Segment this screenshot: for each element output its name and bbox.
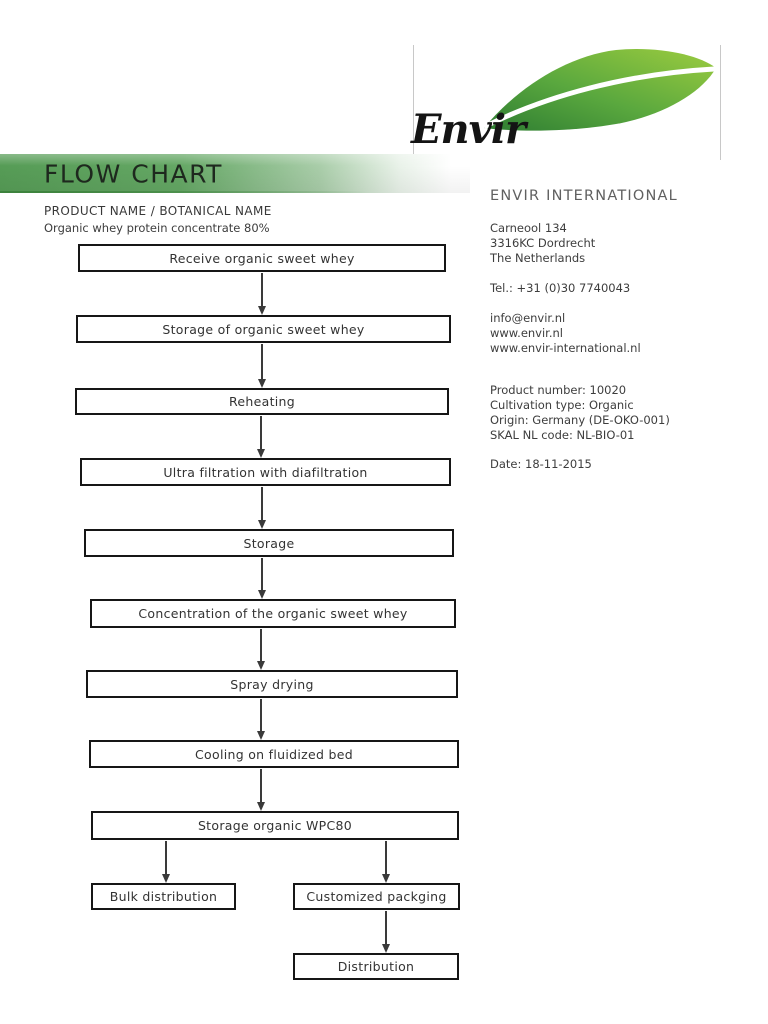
- flow-node-storage-whey: Storage of organic sweet whey: [76, 315, 451, 343]
- arrow-spray-to-cooling: [256, 699, 265, 740]
- address-line-3: The Netherlands: [490, 251, 586, 265]
- product-details: Product number: 10020 Cultivation type: …: [490, 383, 670, 443]
- company-website-intl: www.envir-international.nl: [490, 341, 641, 355]
- arrow-cooling-to-wpc80: [256, 769, 265, 811]
- logo-border-right: [720, 45, 721, 160]
- company-address: Carneool 134 3316KC Dordrecht The Nether…: [490, 221, 595, 266]
- flow-node-concentration: Concentration of the organic sweet whey: [90, 599, 456, 628]
- arrow-wpc80-to-bulk: [161, 841, 170, 883]
- arrow-ultra-to-storage: [257, 487, 266, 529]
- brand-wordmark: Envir: [411, 106, 526, 153]
- flow-node-receive: Receive organic sweet whey: [78, 244, 446, 272]
- product-header: PRODUCT NAME / BOTANICAL NAME Organic wh…: [44, 204, 272, 235]
- arrow-reheating-to-ultra: [256, 416, 265, 458]
- logo-border-left: [413, 45, 414, 155]
- product-number: Product number: 10020: [490, 383, 627, 397]
- arrow-packging-to-distribution: [381, 911, 390, 953]
- cultivation-type: Cultivation type: Organic: [490, 398, 634, 412]
- arrow-receive-to-storage: [257, 273, 266, 315]
- flow-node-bulk-distribution: Bulk distribution: [91, 883, 236, 910]
- leaf-icon: [483, 48, 717, 131]
- company-web-contacts: info@envir.nl www.envir.nl www.envir-int…: [490, 311, 641, 356]
- flow-node-ultrafiltration: Ultra filtration with diafiltration: [80, 458, 451, 486]
- origin: Origin: Germany (DE-OKO-001): [490, 413, 670, 427]
- address-line-1: Carneool 134: [490, 221, 567, 235]
- document-date: Date: 18-11-2015: [490, 457, 592, 471]
- address-line-2: 3316KC Dordrecht: [490, 236, 596, 250]
- arrow-wpc80-to-packging: [381, 841, 390, 883]
- arrow-storage-to-reheating: [257, 344, 266, 388]
- product-name-value: Organic whey protein concentrate 80%: [44, 221, 270, 235]
- company-email: info@envir.nl: [490, 311, 566, 325]
- company-phone: Tel.: +31 (0)30 7740043: [490, 281, 631, 295]
- company-website: www.envir.nl: [490, 326, 563, 340]
- flow-node-storage-wpc80: Storage organic WPC80: [91, 811, 459, 840]
- company-name: ENVIR INTERNATIONAL: [490, 188, 678, 204]
- flow-node-storage: Storage: [84, 529, 454, 557]
- flow-node-spray-drying: Spray drying: [86, 670, 458, 698]
- product-name-label: PRODUCT NAME / BOTANICAL NAME: [44, 204, 272, 218]
- flow-chart-banner: FLOW CHART: [0, 154, 470, 193]
- flow-node-cooling: Cooling on fluidized bed: [89, 740, 459, 768]
- flow-node-reheating: Reheating: [75, 388, 449, 415]
- arrow-concentration-to-spray: [256, 629, 265, 670]
- flow-node-customized-packging: Customized packging: [293, 883, 460, 910]
- skal-code: SKAL NL code: NL-BIO-01: [490, 428, 635, 442]
- page-title: FLOW CHART: [44, 159, 223, 188]
- flow-node-distribution: Distribution: [293, 953, 459, 980]
- arrow-storage-to-concentration: [257, 558, 266, 599]
